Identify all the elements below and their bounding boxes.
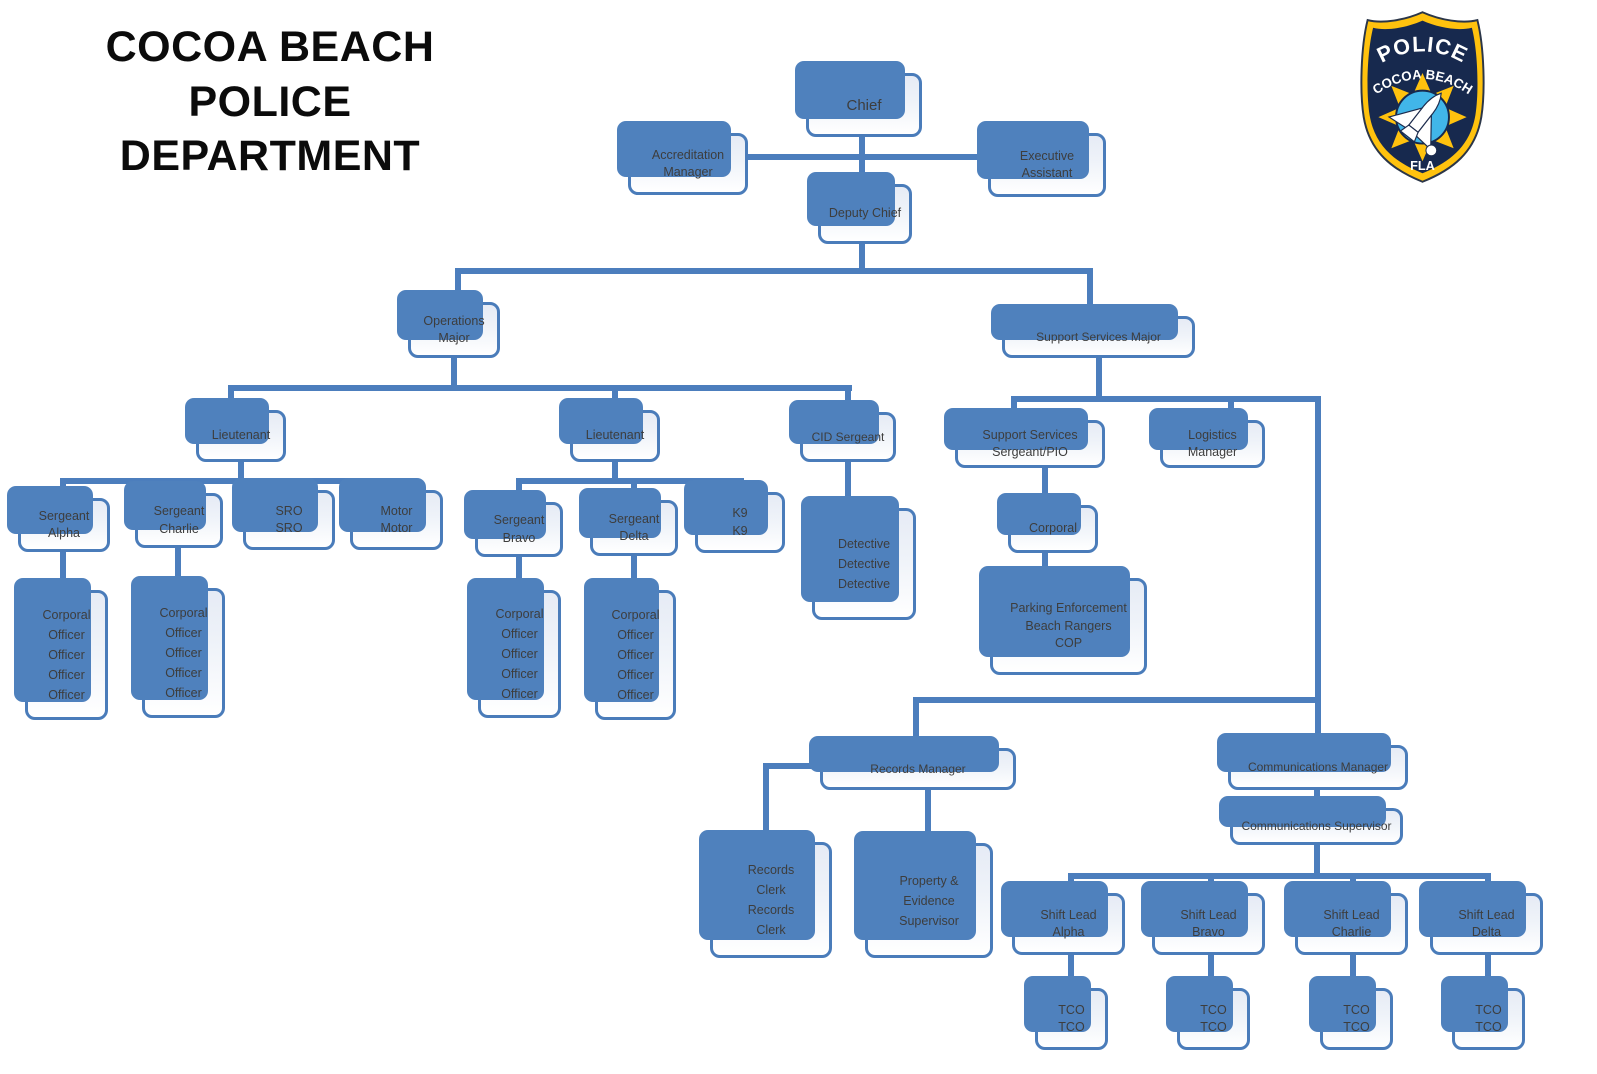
connector-shiftleads-horizontal bbox=[1068, 873, 1491, 879]
connector-to-cid bbox=[845, 385, 851, 414]
connector-to-property-evidence bbox=[925, 790, 931, 845]
badge-fla-text: FLA bbox=[1410, 158, 1435, 173]
connector-charlie-squad bbox=[175, 548, 181, 590]
node-squad-bravo: Corporal Officer Officer Officer Officer bbox=[467, 578, 561, 718]
connector-lt2-down bbox=[612, 462, 618, 480]
connector-cid-detectives bbox=[845, 462, 851, 510]
node-logistics-manager: Logistics Manager bbox=[1149, 408, 1265, 468]
node-operations-major: Operations Major bbox=[397, 290, 500, 358]
node-detectives: Detective Detective Detective bbox=[801, 496, 916, 620]
node-communications-manager: Communications Manager bbox=[1217, 733, 1408, 790]
department-badge: POLICE COCOA BEACH FLA bbox=[1360, 11, 1485, 183]
node-squad-delta: Corporal Officer Officer Officer Officer bbox=[584, 578, 676, 720]
connector-bravo-squad bbox=[516, 557, 522, 592]
connector-records-elbow-v bbox=[763, 763, 769, 844]
connector-ssm-long-vertical bbox=[1315, 396, 1321, 747]
node-shift-lead-alpha: Shift Lead Alpha bbox=[1001, 881, 1125, 955]
node-chief: Chief bbox=[795, 61, 922, 137]
connector-majors-horizontal bbox=[455, 268, 1093, 274]
connector-sl-delta-tco bbox=[1485, 955, 1491, 988]
connector-sl-charlie-tco bbox=[1350, 955, 1356, 988]
node-k9: K9 K9 bbox=[684, 480, 785, 553]
connector-records-elbow-h bbox=[763, 763, 822, 769]
node-property-evidence-supervisor: Property & Evidence Supervisor bbox=[854, 831, 993, 958]
node-support-corporal: Corporal bbox=[997, 493, 1098, 553]
connector-lt1-horizontal bbox=[60, 478, 401, 484]
node-support-services-major: Support Services Major bbox=[991, 304, 1195, 358]
connector-deputy-down bbox=[859, 244, 865, 270]
node-shift-lead-charlie: Shift Lead Charlie bbox=[1284, 881, 1408, 955]
connector-to-operations bbox=[455, 268, 461, 304]
connector-sl-alpha-tco bbox=[1068, 955, 1074, 988]
node-sergeant-charlie: Sergeant Charlie bbox=[124, 481, 223, 548]
connector-operations-down bbox=[451, 358, 457, 388]
node-tco-bravo: TCO TCO bbox=[1166, 976, 1250, 1050]
page-title: COCOA BEACH POLICE DEPARTMENT bbox=[105, 23, 435, 181]
connector-operations-horizontal bbox=[228, 385, 852, 391]
node-sergeant-alpha: Sergeant Alpha bbox=[7, 486, 110, 552]
connector-commsup-down bbox=[1314, 845, 1320, 875]
node-lieutenant-2: Lieutenant bbox=[559, 398, 660, 462]
node-tco-delta: TCO TCO bbox=[1441, 976, 1525, 1050]
node-sro: SRO SRO bbox=[232, 478, 335, 550]
node-accreditation-manager: Accreditation Manager bbox=[617, 121, 748, 195]
connector-delta-squad bbox=[631, 556, 637, 592]
connector-records-comm-horizontal bbox=[913, 697, 1317, 703]
node-executive-assistant: Executive Assistant bbox=[977, 121, 1106, 197]
connector-alpha-squad bbox=[60, 552, 66, 592]
node-lieutenant-1: Lieutenant bbox=[185, 398, 286, 462]
node-shift-lead-bravo: Shift Lead Bravo bbox=[1141, 881, 1265, 955]
node-tco-charlie: TCO TCO bbox=[1309, 976, 1393, 1050]
connector-to-support-services bbox=[1087, 268, 1093, 318]
node-squad-charlie: Corporal Officer Officer Officer Officer bbox=[131, 576, 225, 718]
node-motor: Motor Motor bbox=[339, 478, 443, 550]
connector-sspio-corporal bbox=[1042, 468, 1048, 505]
node-tco-alpha: TCO TCO bbox=[1024, 976, 1108, 1050]
node-parking-enforcement: Parking Enforcement Beach Rangers COP bbox=[979, 566, 1147, 675]
node-sergeant-delta: Sergeant Delta bbox=[579, 488, 678, 556]
node-squad-alpha: Corporal Officer Officer Officer Officer bbox=[14, 578, 108, 720]
node-records-manager: Records Manager bbox=[809, 736, 1016, 790]
shuttle-graphic bbox=[1387, 92, 1442, 151]
connector-lt1-down bbox=[238, 462, 244, 480]
connector-lt2-horizontal bbox=[516, 478, 744, 484]
connector-corporal-parking bbox=[1042, 553, 1048, 578]
connector-staff-horizontal bbox=[748, 154, 988, 160]
node-shift-lead-delta: Shift Lead Delta bbox=[1419, 881, 1543, 955]
node-cid-sergeant: CID Sergeant bbox=[789, 400, 896, 462]
shuttle-tank-ball bbox=[1425, 144, 1438, 157]
connector-ssm-down bbox=[1096, 358, 1102, 399]
node-records-clerks: Records Clerk Records Clerk bbox=[699, 830, 832, 958]
node-sergeant-bravo: Sergeant Bravo bbox=[464, 490, 563, 557]
node-communications-supervisor: Communications Supervisor bbox=[1219, 796, 1403, 845]
connector-ssm-horizontal bbox=[1011, 396, 1321, 402]
connector-sl-bravo-tco bbox=[1208, 955, 1214, 988]
node-support-services-sergeant-pio: Support Services Sergeant/PIO bbox=[944, 408, 1105, 468]
connector-to-records-manager bbox=[913, 697, 919, 750]
node-deputy-chief: Deputy Chief bbox=[807, 172, 912, 244]
connector-chief-deputy bbox=[859, 137, 865, 184]
